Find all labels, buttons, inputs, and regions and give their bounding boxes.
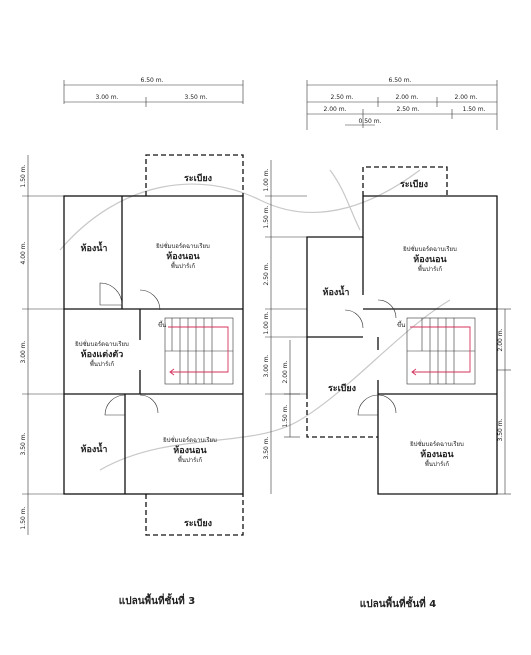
bedroom-bottom-name: ห้องนอน <box>420 449 454 460</box>
dim-right-0: 2.00 m. <box>497 328 504 351</box>
watermark <box>59 169 451 471</box>
dim-left-7: 3.50 m. <box>263 436 270 459</box>
dressing-name: ห้องแต่งตัว <box>81 349 124 360</box>
floor-3-doors <box>99 282 161 416</box>
bedroom-top-name: ห้องนอน <box>166 251 200 262</box>
floor-3-top-dimensions: 6.50 m. 3.00 m. 3.50 m. <box>63 77 244 107</box>
balcony-top-label: ระเบียง <box>400 179 428 190</box>
dim-total: 6.50 m. <box>388 77 411 84</box>
floor-4-plan: 6.50 m. 2.50 m. 2.00 m. 2.00 m. 2.00 m. … <box>263 77 511 610</box>
dim-left-1: 1.50 m. <box>263 205 270 228</box>
bedroom-bottom-note: ยิปซั่มบอร์ดฉาบเรียบ <box>410 440 464 448</box>
dim-left-6: 1.50 m. <box>282 404 289 427</box>
bedroom-top-name: ห้องนอน <box>413 254 447 265</box>
dim-row1-1: 2.00 m. <box>395 94 418 101</box>
bathroom-top-label: ห้องน้ำ <box>81 241 108 254</box>
bedroom-bottom-floor: พื้นปาร์เก้ <box>178 454 203 464</box>
dim-left-5: 2.00 m. <box>282 360 289 383</box>
balcony-top-label: ระเบียง <box>184 173 212 184</box>
floor-3-interior-walls <box>64 195 243 495</box>
bedroom-top-note: ยิปซั่มบอร์ดฉาบเรียบ <box>156 242 210 250</box>
dim-total: 6.50 m. <box>140 77 163 84</box>
floor-3-plan: 6.50 m. 3.00 m. 3.50 m. 1.50 m. 4.00 m. … <box>20 77 244 607</box>
dim-row2-1: 2.50 m. <box>396 106 419 113</box>
dim-left-3: 1.00 m. <box>263 311 270 334</box>
dim-left-2: 2.50 m. <box>263 262 270 285</box>
bedroom-top-floor: พื้นปาร์เก้ <box>418 263 443 273</box>
bedroom-bottom-floor: พื้นปาร์เก้ <box>425 458 450 468</box>
balcony-mid-outline <box>306 394 378 438</box>
dim-left-4: 3.00 m. <box>263 354 270 377</box>
dressing-note: ยิปซั่มบอร์ดฉาบเรียบ <box>75 340 129 348</box>
floor-3-caption: แปลนพื้นที่ชั้นที่ 3 <box>119 593 195 607</box>
dim-row2-2: 1.50 m. <box>462 106 485 113</box>
stair-label: ขึ้น <box>158 319 166 329</box>
balcony-bottom-label: ระเบียง <box>184 518 212 529</box>
dim-left: 3.00 m. <box>95 94 118 101</box>
dim-right: 3.50 m. <box>184 94 207 101</box>
floor-4-walls <box>306 195 498 495</box>
balcony-bottom-outline <box>145 494 244 536</box>
dim-left-0: 1.50 m. <box>20 164 27 187</box>
floor-4-top-dimensions: 6.50 m. 2.50 m. 2.00 m. 2.00 m. 2.00 m. … <box>306 77 498 130</box>
floor-4-caption: แปลนพื้นที่ชั้นที่ 4 <box>360 596 436 610</box>
floor-4-doors <box>344 299 397 416</box>
floor-4-left-dimensions: 1.00 m. 1.50 m. 2.50 m. 1.00 m. 3.00 m. … <box>263 160 307 494</box>
balcony-mid-label: ระเบียง <box>328 383 356 394</box>
floor-4-right-dimensions: 2.00 m. 3.50 m. <box>497 308 511 495</box>
dim-left-2: 3.00 m. <box>20 340 27 363</box>
dim-row3: 0.50 m. <box>358 118 381 125</box>
bedroom-top-floor: พื้นปาร์เก้ <box>171 260 196 270</box>
dim-row2-0: 2.00 m. <box>323 106 346 113</box>
floor-3-left-dimensions: 1.50 m. 4.00 m. 3.00 m. 3.50 m. 1.50 m. <box>20 155 64 535</box>
dim-left-1: 4.00 m. <box>20 241 27 264</box>
dim-row1-2: 2.00 m. <box>454 94 477 101</box>
floor-3-stair: ขึ้น <box>158 317 234 385</box>
dressing-floor: พื้นปาร์เก้ <box>90 358 115 368</box>
bedroom-bottom-name: ห้องนอน <box>173 445 207 456</box>
bathroom-bottom-label: ห้องน้ำ <box>81 442 108 455</box>
floor-4-stair: ขึ้น <box>397 317 476 385</box>
bedroom-top-note: ยิปซั่มบอร์ดฉาบเรียบ <box>403 245 457 253</box>
bedroom-bottom-note: ยิปซั่มบอร์ดฉาบเรียบ <box>163 436 217 444</box>
dim-row1-0: 2.50 m. <box>330 94 353 101</box>
balcony-top-outline <box>145 154 244 196</box>
dim-left-3: 3.50 m. <box>20 432 27 455</box>
bathroom-label: ห้องน้ำ <box>323 285 350 298</box>
dim-left-4: 1.50 m. <box>20 506 27 529</box>
dim-right-1: 3.50 m. <box>497 418 504 441</box>
dim-left-0: 1.00 m. <box>263 168 270 191</box>
stair-label: ขึ้น <box>397 319 405 329</box>
